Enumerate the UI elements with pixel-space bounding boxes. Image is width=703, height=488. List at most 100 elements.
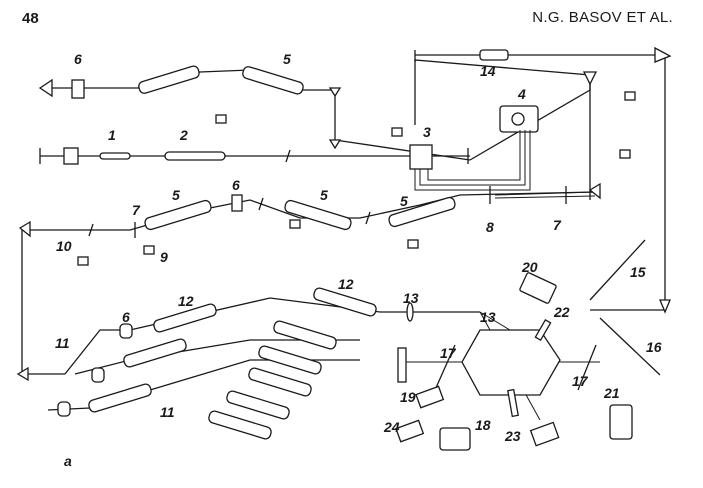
photodetector-3	[391, 127, 403, 137]
label-19: 19	[400, 389, 416, 405]
beam-top-line	[40, 69, 335, 91]
beam-branch-12a	[64, 297, 381, 375]
mirror-divider-1-icon	[285, 149, 291, 163]
label-3: 3	[423, 124, 431, 140]
label-6b: 6	[232, 177, 240, 193]
label-7a: 7	[132, 202, 141, 218]
detector-21	[609, 404, 633, 440]
rod-5-mid-c	[388, 196, 456, 228]
label-8: 8	[486, 219, 494, 235]
photodetector-10	[77, 256, 89, 266]
prism-left-bottom-icon	[16, 366, 29, 382]
prism-top-left-icon	[38, 78, 53, 98]
prisms	[16, 46, 672, 382]
plate-17-left	[434, 344, 456, 391]
isolator-lower-2	[91, 367, 105, 383]
rod-2	[164, 151, 226, 161]
rod-12-b	[123, 338, 187, 368]
isolator-6-top	[71, 79, 85, 99]
rod-12-g	[226, 390, 290, 420]
label-17b: 17	[572, 373, 589, 389]
rod-12-c	[88, 383, 152, 413]
label-5d: 5	[400, 193, 408, 209]
label-14: 14	[480, 63, 496, 79]
detector-19	[415, 385, 445, 409]
mirror-divider-2-icon	[88, 223, 94, 237]
amplifier-rods	[88, 65, 456, 440]
label-11a: 11	[55, 335, 70, 351]
target-chamber	[461, 329, 561, 396]
label-2: 2	[179, 127, 188, 143]
prism-right-bottom-icon	[659, 299, 671, 314]
rod-12-top	[313, 287, 377, 317]
prism-top-right-icon	[582, 71, 598, 86]
photodetector-5	[289, 219, 301, 229]
label-23: 23	[504, 428, 521, 444]
prism-3-icon	[328, 139, 342, 150]
photodetector-right	[624, 91, 636, 101]
label-22: 22	[553, 304, 570, 320]
running-header-authors: N.G. BASOV ET AL.	[532, 9, 673, 26]
prism-3-top-icon	[328, 87, 342, 98]
beam-mid	[334, 139, 471, 161]
photodetector-top	[215, 114, 227, 124]
rod-5-mid-a	[144, 199, 212, 231]
detector-20	[519, 272, 557, 304]
prism-mid-icon	[588, 182, 601, 200]
rod-5-mid-b	[284, 199, 352, 231]
camera-18	[439, 427, 471, 451]
grating-block	[397, 347, 407, 383]
lens-13-icon	[406, 302, 414, 322]
rod-12-h	[208, 410, 272, 440]
label-6a: 6	[74, 51, 82, 67]
prism-right-icon	[654, 46, 672, 63]
rod-12-d	[273, 320, 337, 350]
plate-17-right	[577, 344, 597, 391]
isolator-6-mid	[231, 194, 243, 212]
label-6c: 6	[122, 309, 130, 325]
label-16: 16	[646, 339, 662, 355]
grating-16	[599, 317, 661, 376]
label-10: 10	[56, 238, 72, 254]
rod-5-top-a	[138, 65, 200, 94]
probe-22	[534, 318, 552, 342]
rod-12-a	[153, 303, 217, 333]
label-5a: 5	[283, 51, 291, 67]
probe-23	[507, 388, 519, 418]
mirror-divider-4-icon	[365, 211, 371, 225]
label-12b: 12	[338, 276, 354, 292]
label-5c: 5	[320, 187, 328, 203]
mirror-divider-3-icon	[258, 197, 264, 211]
photodetector-right-2	[619, 149, 631, 159]
label-20: 20	[521, 259, 538, 275]
detector-24	[395, 419, 425, 443]
components	[57, 49, 661, 451]
label-21: 21	[603, 385, 620, 401]
rod-5-top-b	[242, 66, 304, 95]
component-labels: 1 2 3 4 5 5 5 5 6 6 6 7 7 8 9 10 11 11 1…	[55, 51, 662, 469]
beam-fan-1	[494, 191, 596, 196]
label-18: 18	[475, 417, 491, 433]
beam-fan-2	[494, 195, 596, 199]
label-15: 15	[630, 264, 646, 280]
beam-paths	[21, 54, 666, 421]
rod-12-e	[258, 345, 322, 375]
label-a: a	[64, 453, 72, 469]
isolator-lower-3	[57, 401, 71, 417]
rod-12-f	[248, 367, 312, 397]
label-11b: 11	[160, 404, 175, 420]
label-12a: 12	[178, 293, 194, 309]
cooling-lines	[414, 130, 531, 191]
label-13b: 13	[480, 309, 496, 325]
element-14-box	[479, 49, 509, 61]
photodetector-9	[143, 245, 155, 255]
label-17a: 17	[440, 345, 457, 361]
photodetector-5c	[407, 239, 419, 249]
cell-3-box	[409, 144, 433, 170]
label-5b: 5	[172, 187, 180, 203]
mirrors	[39, 50, 469, 237]
label-4: 4	[517, 86, 526, 102]
label-13a: 13	[403, 290, 419, 306]
master-oscillator-box	[63, 147, 79, 165]
detector-lower-right	[529, 421, 560, 447]
